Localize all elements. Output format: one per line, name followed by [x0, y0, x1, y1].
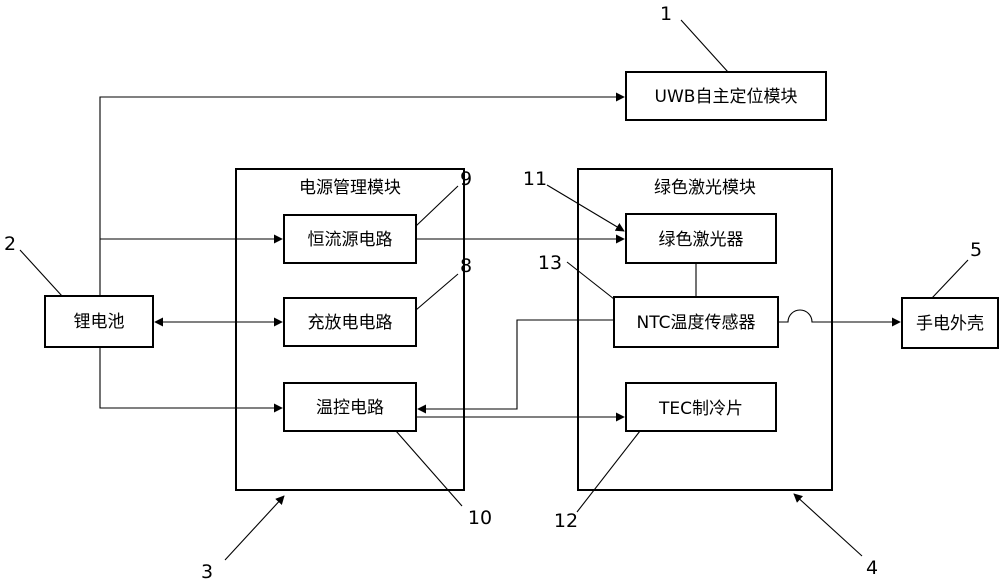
green-laser-box — [625, 213, 777, 264]
flashlight-housing-box — [901, 297, 999, 349]
ref-number-1: 1 — [660, 3, 672, 25]
charge-discharge-circuit-label: 充放电电路 — [308, 313, 393, 333]
battery-to-temp-control-wire — [99, 347, 283, 413]
flashlight-housing-label: 手电外壳 — [916, 314, 984, 334]
constant-current-circuit-box — [283, 214, 417, 264]
tec-cooler-box — [625, 382, 777, 432]
ntc-to-housing-wire — [778, 309, 901, 327]
ref-number-13: 13 — [538, 252, 562, 274]
uwb-positioning-module-box — [625, 71, 827, 121]
ref-number-5: 5 — [970, 239, 982, 261]
leader-line-11 — [546, 184, 625, 232]
leader-line-13 — [566, 261, 615, 300]
ref-number-2: 2 — [4, 233, 16, 255]
ref-number-3: 3 — [201, 561, 213, 582]
power-management-module-title: 电源管理模块 — [299, 178, 401, 198]
leader-line-8 — [415, 273, 459, 311]
leader-line-12 — [576, 430, 641, 513]
ref-number-9: 9 — [460, 168, 472, 190]
leader-line-2 — [19, 249, 63, 297]
constant-current-circuit-label: 恒流源电路 — [308, 230, 393, 250]
green-laser-label: 绿色激光器 — [659, 230, 744, 250]
ref-number-11: 11 — [523, 168, 547, 190]
lithium-battery-label: 锂电池 — [74, 312, 125, 332]
leader-line-3 — [224, 495, 285, 561]
lithium-battery-box — [44, 295, 154, 348]
ntc-to-temp-control-wire — [417, 319, 614, 414]
leader-line-10 — [395, 430, 463, 507]
ref-number-4: 4 — [866, 557, 878, 579]
tec-cooler-label: TEC制冷片 — [658, 399, 743, 419]
ref-number-12: 12 — [554, 510, 578, 532]
ntc-temperature-sensor-box — [613, 296, 779, 348]
temperature-control-circuit-box — [283, 382, 417, 432]
leader-line-4 — [793, 493, 863, 557]
ref-number-10: 10 — [468, 507, 492, 529]
ntc-temperature-sensor-label: NTC温度传感器 — [637, 313, 756, 333]
battery-to-uwb-wire — [99, 92, 625, 296]
ref-number-8: 8 — [460, 255, 472, 277]
charge-discharge-circuit-box — [283, 297, 417, 347]
leader-line-1 — [680, 19, 729, 73]
temperature-control-circuit-label: 温控电路 — [316, 398, 384, 418]
green-laser-module-title: 绿色激光模块 — [654, 178, 756, 198]
uwb-positioning-module-label: UWB自主定位模块 — [655, 87, 798, 107]
leader-line-5 — [931, 259, 969, 299]
leader-line-9 — [415, 185, 459, 227]
